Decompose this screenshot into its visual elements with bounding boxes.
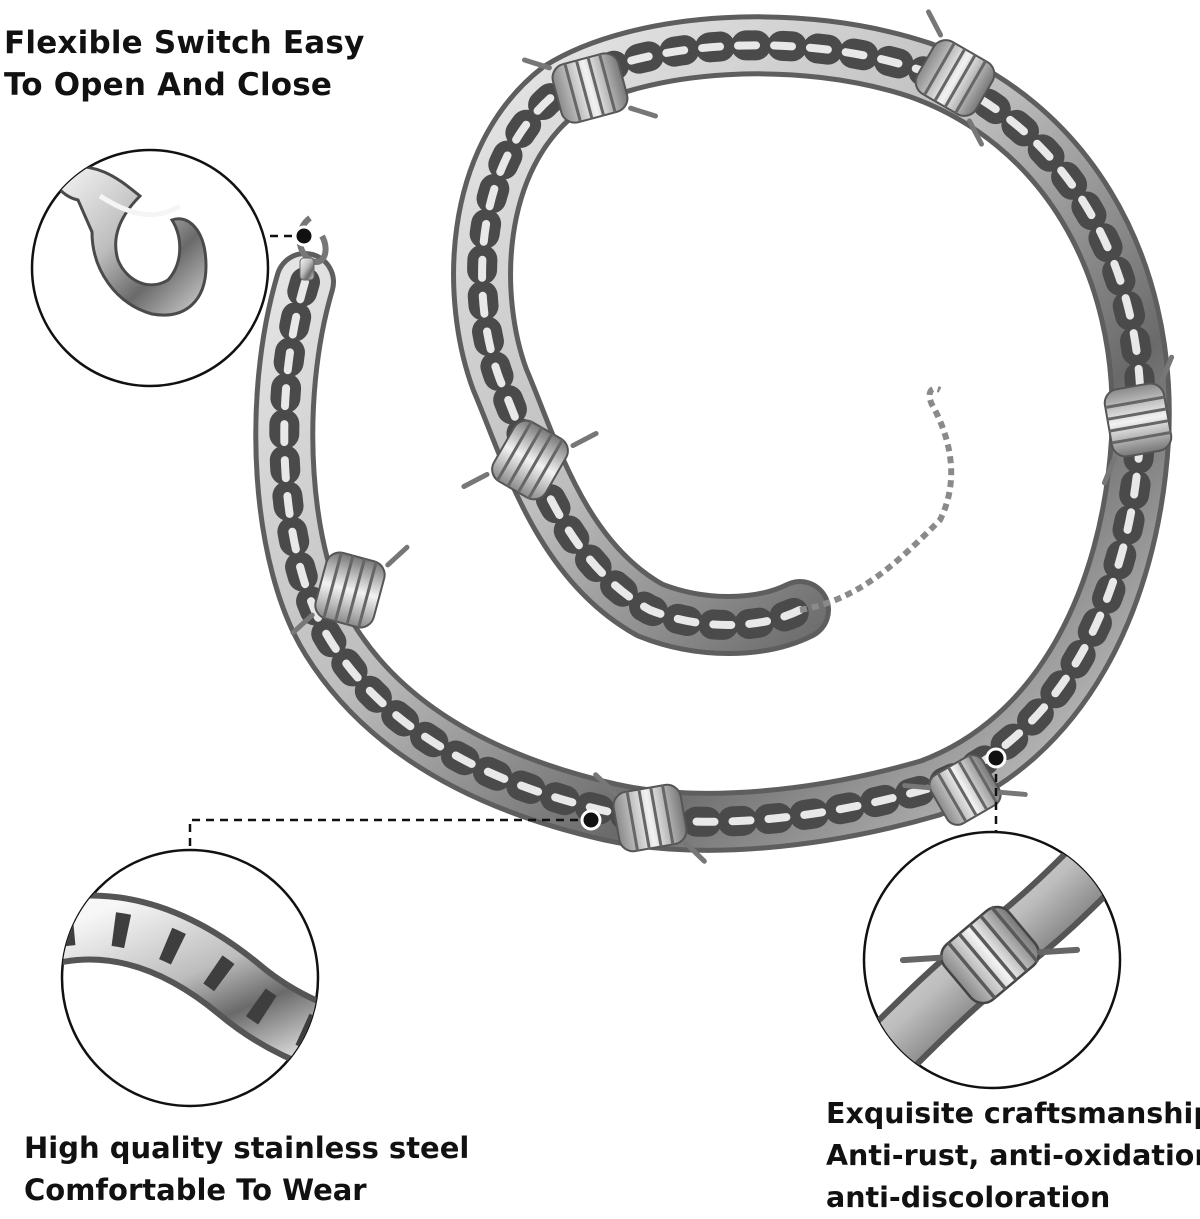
craft-caption-line-1: Exquisite craftsmanship xyxy=(826,1097,1200,1130)
callout-connectors xyxy=(188,234,998,860)
barbed-wrap-icon xyxy=(902,754,1028,826)
craft-caption-line-3: anti-discoloration xyxy=(826,1181,1111,1214)
craft-caption-line-2: Anti-rust, anti-oxidation, xyxy=(826,1139,1200,1172)
steel-caption-line-2: Comfortable To Wear xyxy=(24,1173,367,1207)
barbed-wrap-icon xyxy=(1101,354,1175,486)
chain-highlight xyxy=(280,41,1145,826)
barbed-wrap-icon xyxy=(290,544,410,636)
steel-connector xyxy=(188,818,590,860)
clasp-caption-line-2: To Open And Close xyxy=(4,67,333,103)
craft-detail-circle xyxy=(862,830,1122,1090)
barbed-wire-wrap-icon xyxy=(899,905,1081,1005)
craft-marker-icon xyxy=(985,747,1007,769)
clasp-caption: Flexible Switch Easy To Open And Close xyxy=(4,22,365,106)
steel-caption-line-1: High quality stainless steel xyxy=(24,1131,470,1165)
clasp-caption-line-1: Flexible Switch Easy xyxy=(4,25,365,61)
barbed-wrap-icon xyxy=(461,419,599,501)
clasp-detail-circle xyxy=(30,148,270,388)
steel-detail-circle xyxy=(60,848,320,1108)
steel-marker-icon xyxy=(580,809,602,831)
clasp-marker-icon xyxy=(293,225,315,247)
steel-caption: High quality stainless steel Comfortable… xyxy=(24,1127,469,1211)
necklace xyxy=(253,9,1175,864)
extension-chain xyxy=(799,385,955,613)
barbed-wrap-icon xyxy=(914,9,996,147)
barbed-wrap-icon xyxy=(522,52,658,124)
craft-caption: Exquisite craftsmanship Anti-rust, anti-… xyxy=(826,1093,1200,1219)
barbed-wrap-icon xyxy=(593,772,707,864)
callout-markers xyxy=(293,225,1007,831)
